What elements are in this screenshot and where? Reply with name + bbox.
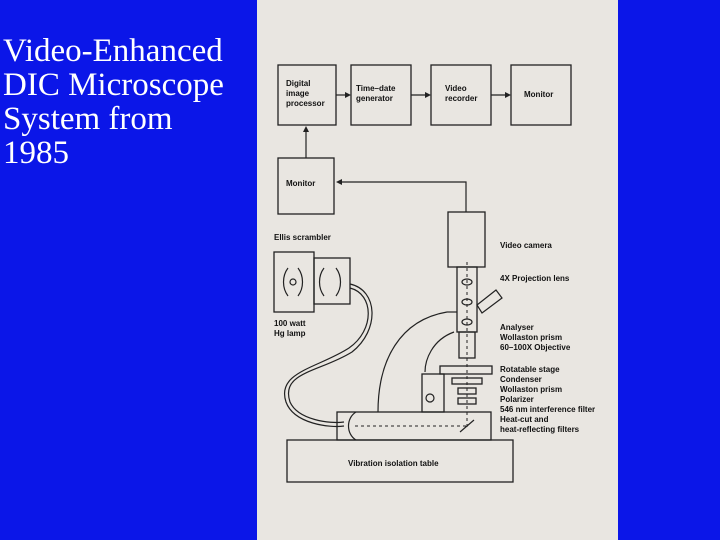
digital-image-processor-label-1: Digital xyxy=(286,79,310,88)
diagram-photo xyxy=(257,0,618,540)
microscope-arm-inner xyxy=(424,331,455,373)
slide-title: Video-Enhanced DIC Microscope System fro… xyxy=(3,33,224,171)
objective-label: 60–100X Objective xyxy=(500,343,571,352)
analyser-label: Analyser xyxy=(500,323,534,332)
digital-image-processor-label-3: processor xyxy=(286,99,325,108)
wollaston-prism-lower-label: Wollaston prism xyxy=(500,385,562,394)
wollaston-prism-label: Wollaston prism xyxy=(500,333,562,342)
lamp-label-1: 100 watt xyxy=(274,319,306,328)
video-camera-body xyxy=(447,211,486,268)
fiber-optic-cable xyxy=(287,283,373,424)
vibration-table-label: Vibration isolation table xyxy=(348,459,439,468)
monitor-left-label: Monitor xyxy=(286,179,315,188)
focus-knob xyxy=(425,393,435,403)
heat-filter-label-1: Heat-cut and xyxy=(500,415,549,424)
interference-filter-label: 546 nm interference filter xyxy=(500,405,595,414)
condenser-label: Condenser xyxy=(500,375,542,384)
base-mirror xyxy=(347,411,357,441)
time-date-generator-label-2: generator xyxy=(356,94,393,103)
ellis-scrambler-label: Ellis scrambler xyxy=(274,233,331,242)
stage-focus-block xyxy=(421,373,445,413)
vibration-isolation-table xyxy=(286,439,514,483)
eyepiece xyxy=(476,289,503,314)
polarizer-label: Polarizer xyxy=(500,395,534,404)
monitor-top-label: Monitor xyxy=(524,90,553,99)
stage-label: Rotatable stage xyxy=(500,365,560,374)
heat-filter-label-2: heat-reflecting filters xyxy=(500,425,580,434)
digital-image-processor-label-2: image xyxy=(286,89,310,98)
time-date-generator-label-1: Time–date xyxy=(356,84,396,93)
video-camera-label: Video camera xyxy=(500,241,552,250)
lamp-label-2: Hg lamp xyxy=(274,329,306,338)
projection-lens-label: 4X Projection lens xyxy=(500,274,570,283)
microscope-arm-outer xyxy=(377,311,448,413)
rotatable-stage xyxy=(439,365,493,375)
ellis-scrambler-housing xyxy=(313,257,351,305)
video-recorder-label-1: Video xyxy=(445,84,467,93)
polarizer xyxy=(457,397,477,405)
lamp-housing xyxy=(273,251,315,313)
video-recorder-label-2: recorder xyxy=(445,94,477,103)
